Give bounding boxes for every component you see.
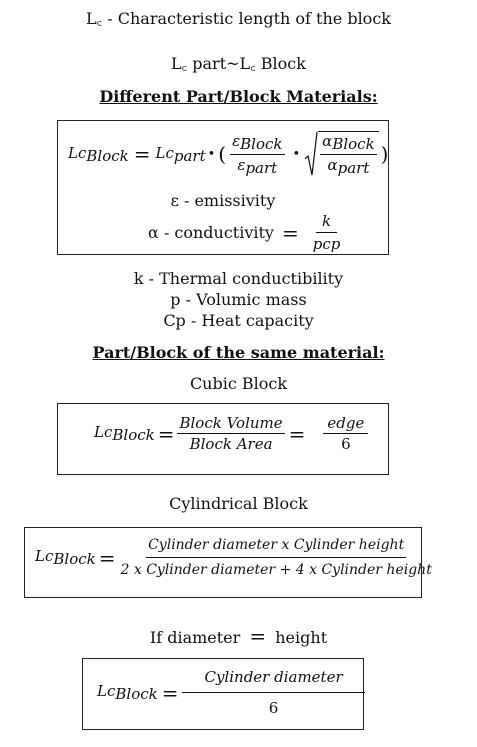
special-case-formula: LcBlock = Cylinder diameter 6 xyxy=(97,668,365,717)
equals-sign: = xyxy=(133,142,151,166)
diameter-equals-height: If diameter = height xyxy=(149,624,328,648)
cylindrical-block-formula-box: LcBlock = Cylinder diameter x Cylinder h… xyxy=(24,527,432,598)
equals-sign: = xyxy=(98,545,116,570)
conductivity-fraction: k pcp xyxy=(312,212,341,253)
conductivity-definition: α - conductivity = k pcp xyxy=(148,211,342,254)
emissivity-definition: ε - emissivity xyxy=(170,191,276,210)
cubic-block-formula-box: LcBlock = Block Volume Block Area = edge… xyxy=(57,403,389,475)
heat-capacity-definition: Cp - Heat capacity xyxy=(163,311,314,330)
lc-block-label: LcBlock xyxy=(97,682,158,703)
different-materials-formula-box: LcBlock = Lcpart • ( εBlock εpart • αBlo… xyxy=(57,120,389,255)
volumic-mass-definition: p - Volumic mass xyxy=(170,290,307,309)
heading-different-materials: Different Part/Block Materials: xyxy=(99,87,378,106)
lc-block-label: LcBlock xyxy=(94,423,155,444)
lc-part-label: Lcpart xyxy=(155,143,206,165)
cylindrical-block-title: Cylindrical Block xyxy=(169,494,308,513)
equals-sign: = xyxy=(161,680,179,705)
cylindrical-formula: LcBlock = Cylinder diameter x Cylinder h… xyxy=(35,537,434,578)
special-case-formula-box: LcBlock = Cylinder diameter 6 xyxy=(82,658,365,730)
diameter-fraction: Cylinder diameter 6 xyxy=(182,668,365,717)
thermal-conductibility-definition: k - Thermal conductibility xyxy=(133,269,344,288)
conductivity-label: α - conductivity xyxy=(148,222,274,242)
emissivity-ratio: εBlock εpart xyxy=(230,131,285,177)
close-paren: ) xyxy=(380,142,389,166)
conductivity-sqrt: αBlock αpart xyxy=(304,131,379,177)
lc-block-label: LcBlock xyxy=(35,547,96,568)
conductivity-ratio: αBlock αpart xyxy=(320,132,377,177)
heading-same-material: Part/Block of the same material: xyxy=(92,343,385,362)
dot-operator: • xyxy=(292,146,301,162)
lc-block-label: LcBlock xyxy=(68,143,129,165)
open-paren: ( xyxy=(218,142,227,166)
cubic-block-title: Cubic Block xyxy=(189,374,288,393)
cylinder-fraction: Cylinder diameter x Cylinder height 2 x … xyxy=(120,537,432,578)
lc-block-ratio-formula: LcBlock = Lcpart • ( εBlock εpart • αBlo… xyxy=(68,131,388,177)
volume-area-fraction: Block Volume Block Area xyxy=(177,414,285,453)
edge-fraction: edge 6 xyxy=(323,414,369,453)
equals-sign: = xyxy=(157,421,175,446)
dot-operator: • xyxy=(207,146,216,162)
equals-sign: = xyxy=(281,220,299,245)
lc-definition: L꜀ - Characteristic length of the block xyxy=(86,9,391,28)
lc-relation: L꜀ part~L꜀ Block xyxy=(171,54,306,73)
equals-sign: = xyxy=(288,421,306,446)
cubic-formula: LcBlock = Block Volume Block Area = edge… xyxy=(94,414,369,453)
radical-sign-icon xyxy=(304,131,318,176)
